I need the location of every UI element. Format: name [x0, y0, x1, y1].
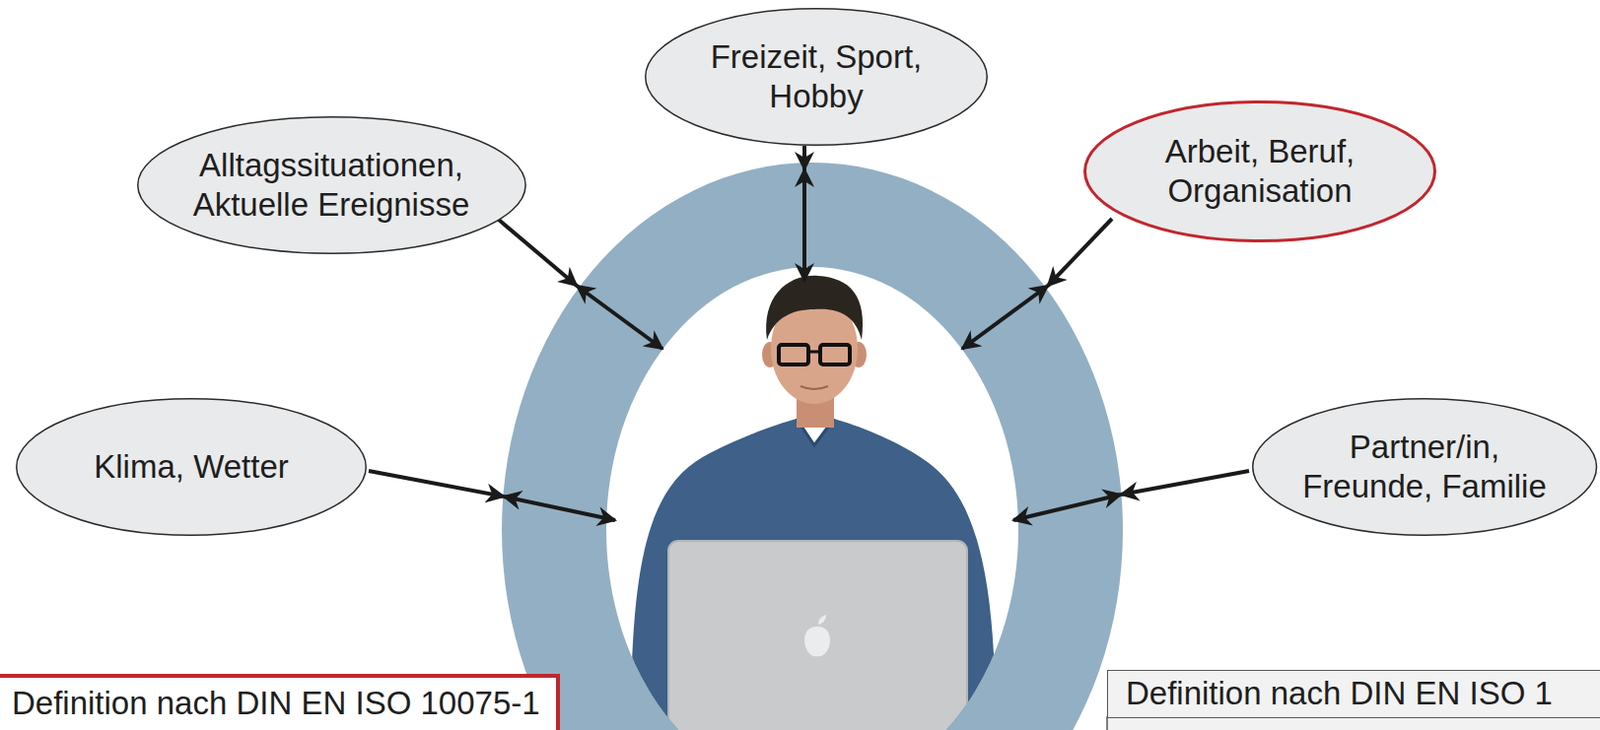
ring — [501, 162, 1123, 730]
text-block: Freizeit, Sport, Hobby — [688, 37, 945, 116]
person-illustration — [591, 276, 1045, 730]
text-block: Klima, Wetter — [33, 447, 349, 487]
node-text: Definition nach DIN EN ISO 1 — [1125, 674, 1600, 714]
text-block: Partner/in, Freunde, Familie — [1291, 427, 1558, 506]
topic-ellipse: Partner/in, Freunde, Familie — [1252, 398, 1598, 537]
ring-inner — [606, 267, 1019, 730]
node-text: Alltagssituationen, Aktuelle Ereignisse — [183, 145, 480, 224]
topic-ellipse: Alltagssituationen, Aktuelle Ereignisse — [137, 116, 527, 255]
topic-ellipse: Klima, Wetter — [15, 398, 367, 537]
table-row — [1107, 717, 1600, 730]
node-text: Arbeit, Beruf, Organisation — [1141, 132, 1379, 210]
definition-box: Definition nach DIN EN ISO 10075-1 — [0, 674, 560, 730]
text-block: Definition nach DIN EN ISO 10075-1 — [11, 684, 545, 724]
text-block: Arbeit, Beruf, Organisation — [1141, 132, 1379, 210]
ellipse-outline — [644, 7, 988, 146]
node-text: Klima, Wetter — [33, 447, 349, 487]
definition-box: Definition nach DIN EN ISO 1 — [1107, 670, 1600, 719]
node-text: Partner/in, Freunde, Familie — [1291, 427, 1558, 506]
ellipse-outline — [1083, 100, 1437, 243]
topic-ellipse: Freizeit, Sport, Hobby — [644, 7, 988, 146]
ellipse-outline — [137, 116, 527, 255]
text-block: Alltagssituationen, Aktuelle Ereignisse — [183, 145, 480, 224]
ellipse-outline — [1252, 398, 1598, 537]
text-block: Definition nach DIN EN ISO 1 — [1125, 674, 1600, 714]
node-text: Definition nach DIN EN ISO 10075-1 — [11, 684, 545, 724]
topic-ellipse: Arbeit, Beruf, Organisation — [1083, 100, 1437, 243]
node-text: Freizeit, Sport, Hobby — [688, 37, 945, 116]
